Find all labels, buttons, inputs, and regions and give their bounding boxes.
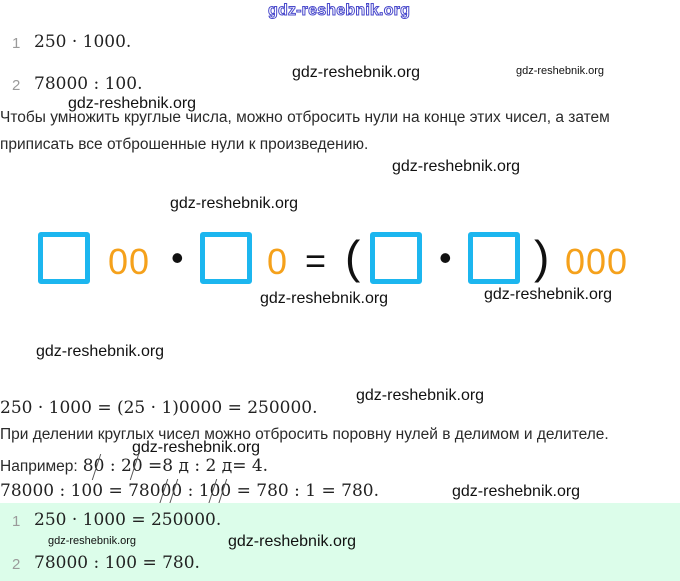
example-result: =8 д : 2 д= 4. xyxy=(142,456,269,476)
watermark: gdz-reshebnik.org xyxy=(392,158,521,175)
crossed-zero: 0 xyxy=(209,481,221,501)
equals-sign: = xyxy=(305,240,327,281)
empty-box xyxy=(200,232,252,284)
watermark: gdz-reshebnik.org xyxy=(452,483,581,500)
solution-line: 78000 : 100 = 78000 : 100 = 780 : 1 = 78… xyxy=(0,481,379,501)
empty-box xyxy=(38,232,90,284)
watermark: gdz-reshebnik.org xyxy=(356,387,485,404)
orange-zeros: 00 xyxy=(108,241,151,282)
crossed-zero: 0 xyxy=(160,481,172,501)
task-item-number: 1 xyxy=(12,35,21,52)
close-paren: ) xyxy=(534,231,550,283)
watermark-header: gdz-reshebnik.org xyxy=(267,2,411,20)
watermark: gdz-reshebnik.org xyxy=(48,535,137,547)
empty-box xyxy=(468,232,520,284)
math-text: 78000 : 100 = 780 xyxy=(0,481,161,501)
watermark: gdz-reshebnik.org xyxy=(516,65,605,77)
multiply-dot: • xyxy=(439,237,452,278)
watermark: gdz-reshebnik.org xyxy=(170,195,299,212)
multiply-dot: • xyxy=(171,237,184,278)
math-text: : 1 xyxy=(182,481,210,501)
watermark: gdz-reshebnik.org xyxy=(132,439,261,456)
answer-block: 1 250 · 1000 = 250000. gdz-reshebnik.org… xyxy=(0,503,680,581)
watermark: gdz-reshebnik.org xyxy=(68,95,197,112)
example-number: 8 xyxy=(82,456,94,476)
watermark: gdz-reshebnik.org xyxy=(228,533,357,550)
explanation-text-line: приписать все отброшенные нули к произве… xyxy=(0,136,369,153)
math-text: = 780 : 1 = 780. xyxy=(231,481,379,501)
answer-item-expression: 78000 : 100 = 780. xyxy=(34,553,200,573)
example-divisor: : 2 xyxy=(104,456,132,476)
open-paren: ( xyxy=(345,231,361,283)
watermark: gdz-reshebnik.org xyxy=(260,290,389,307)
crossed-zero: 0 xyxy=(131,456,143,476)
crossed-zero: 0 xyxy=(220,481,232,501)
watermark: gdz-reshebnik.org xyxy=(36,343,165,360)
crossed-zero: 0 xyxy=(171,481,183,501)
watermark: gdz-reshebnik.org xyxy=(292,64,421,81)
example-label: Например: xyxy=(0,458,78,475)
answer-item-expression: 250 · 1000 = 250000. xyxy=(34,510,222,530)
answer-item-number: 1 xyxy=(12,513,21,530)
empty-box xyxy=(370,232,422,284)
watermark: gdz-reshebnik.org xyxy=(484,286,613,303)
orange-zeros: 000 xyxy=(565,241,629,282)
orange-zeros: 0 xyxy=(267,241,289,282)
example-line: Например: 80 : 20 =8 д : 2 д= 4. xyxy=(0,456,268,476)
solution-line: 250 · 1000 = (25 · 1)0000 = 250000. xyxy=(0,398,318,418)
task-item-expression: 250 · 1000. xyxy=(34,32,132,52)
crossed-zero: 0 xyxy=(93,456,105,476)
answer-item-number: 2 xyxy=(12,556,21,573)
explanation-text-line: Чтобы умножить круглые числа, можно отбр… xyxy=(0,109,610,126)
task-item-number: 2 xyxy=(12,77,21,94)
division-rule-text: При делении круглых чисел можно отбросит… xyxy=(0,426,609,443)
task-item-expression: 78000 : 100. xyxy=(34,74,143,94)
